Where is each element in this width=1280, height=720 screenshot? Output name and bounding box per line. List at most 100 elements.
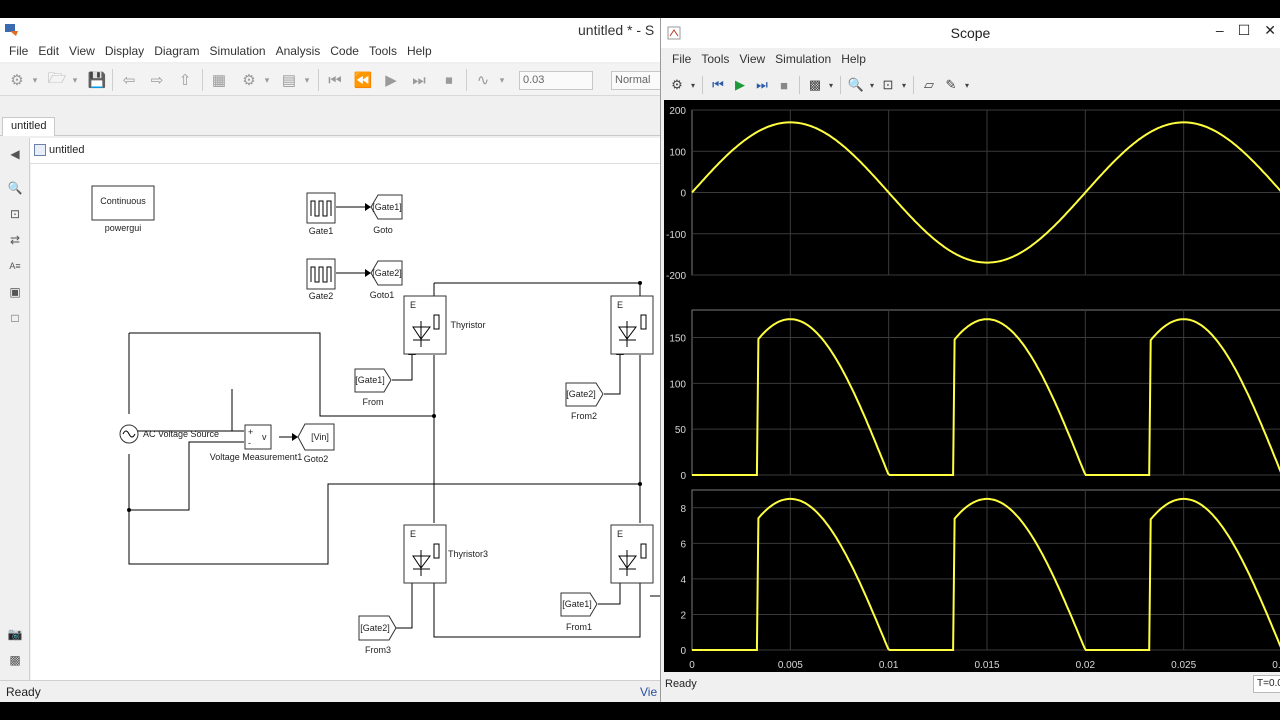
menu-display[interactable]: Display [104,44,145,58]
autoscale-icon[interactable]: ⊡ [882,77,894,92]
scope-menu-help[interactable]: Help [841,52,866,66]
step-forward-icon[interactable]: ⏭ [412,71,426,89]
simulink-toolbar: ⚙ ▾ 🗁 ▾ 💾 ⇦ ⇨ ⇧ ▦ ⚙ ▾ ▤ ▾ ⏮ ⏪ ▶ ⏭ ⏹ ∿ ▾ … [0,64,661,96]
minimize-icon[interactable]: – [1215,22,1224,38]
step-back-icon[interactable]: ⏮ [712,77,724,92]
menu-diagram[interactable]: Diagram [154,44,200,58]
settings-gear-icon[interactable]: ⚙ [671,77,683,92]
model-palette: ◀ 🔍 ⊡ ⇄ A≡ ▣ □ 📷 ▩ » [0,138,30,693]
stop-time-input[interactable]: 0.03 [519,71,593,90]
run-icon[interactable]: ▶ [385,72,397,89]
image-annotation-icon[interactable]: ▣ [9,285,21,299]
scope-record-icon[interactable]: ∿ [476,72,490,89]
model-explorer-icon[interactable]: ▤ [281,72,297,89]
model-icon [34,144,46,156]
x-tick-label: 0.015 [974,660,999,671]
arrow-route-icon[interactable]: ⇄ [9,233,21,247]
menu-edit[interactable]: Edit [38,44,60,58]
forward-arrow-icon[interactable]: ⇨ [150,72,164,89]
zoom-in-icon[interactable]: 🔍 [847,77,865,92]
save-icon[interactable]: 💾 [87,72,107,89]
simulation-mode-select[interactable]: Normal [611,71,661,90]
breadcrumb[interactable]: untitled [34,144,84,156]
area-icon[interactable]: □ [11,311,19,325]
stop-icon[interactable]: ■ [780,77,788,93]
powergui-block[interactable]: Continuous powergui [91,185,155,233]
menu-file[interactable]: File [9,44,29,58]
settings-dropdown-icon[interactable]: ▾ [264,74,270,85]
step-forward-icon[interactable]: ⏭ [756,77,768,92]
svg-text:E: E [410,300,416,310]
thyristor2-block[interactable]: E [610,295,654,355]
library-browser-icon[interactable]: ▦ [211,72,227,89]
menu-help[interactable]: Help [406,44,432,58]
menu-analysis[interactable]: Analysis [275,44,321,58]
thyristor-block[interactable]: E Thyristor [403,295,486,355]
highlight-block-icon[interactable]: ▩ [808,77,822,92]
settings-dropdown-icon[interactable]: ▾ [690,80,695,90]
from2-block[interactable]: [Gate2] From2 [565,382,604,421]
svg-text:-: - [248,438,251,448]
zoom-dropdown-icon[interactable]: ▾ [869,80,874,90]
close-icon[interactable]: ✕ [1264,22,1276,38]
scope-menu-view[interactable]: View [739,52,766,66]
scope-menu-simulation[interactable]: Simulation [775,52,832,66]
zoom-icon[interactable]: 🔍 [7,181,23,195]
scope-menu-file[interactable]: File [672,52,692,66]
menu-view[interactable]: View [69,44,95,58]
new-model-icon[interactable]: ⚙ [10,72,24,89]
record-dropdown-icon[interactable]: ▾ [499,74,505,85]
scope-menu-tools[interactable]: Tools [701,52,730,66]
up-arrow-icon[interactable]: ⇧ [178,72,192,89]
thyristor3-block[interactable]: E Thyristor3 [403,524,488,584]
goto-block[interactable]: [Gate1] Goto [370,194,403,235]
menu-simulation[interactable]: Simulation [209,44,266,58]
pulse-generator-gate1[interactable]: Gate1 [306,192,336,236]
menu-tools[interactable]: Tools [368,44,397,58]
goto1-block[interactable]: [Gate2] Goto1 [370,260,403,300]
step-back-icon[interactable]: ⏮ [328,71,342,89]
svg-text:E: E [410,529,416,539]
triggers-icon[interactable]: ▱ [924,77,934,92]
plot-3-trace [692,497,1280,651]
from3-block[interactable]: [Gate2] From3 [358,615,397,655]
svg-text:From1: From1 [566,622,592,632]
svg-text:Goto2: Goto2 [304,454,329,464]
model-canvas[interactable]: Continuous powergui Gate1 [Gate1] Goto [31,164,661,680]
thyristor4-block[interactable]: E [610,524,654,584]
measurements-dropdown-icon[interactable]: ▾ [964,80,969,90]
hide-explorer-icon[interactable]: ◀ [10,147,20,161]
fit-to-view-icon[interactable]: ⊡ [9,207,21,221]
stop-icon[interactable]: ⏹ [445,71,453,89]
menu-code[interactable]: Code [330,44,359,58]
status-view-link[interactable]: Vie [640,685,658,699]
highlight-dropdown-icon[interactable]: ▾ [828,80,833,90]
explorer-dropdown-icon[interactable]: ▾ [304,74,310,85]
model-settings-icon[interactable]: ⚙ [242,72,256,89]
autoscale-dropdown-icon[interactable]: ▾ [901,80,906,90]
rewind-icon[interactable]: ⏪ [353,72,373,89]
svg-text:+: + [248,427,253,437]
screenshot-icon[interactable]: 📷 [7,627,23,641]
text-annotation-icon[interactable]: A≡ [9,261,21,271]
from1-block[interactable]: [Gate1] From1 [560,592,598,632]
tab-untitled[interactable]: untitled [2,117,56,136]
property-inspector-icon[interactable]: ▩ [9,653,21,667]
ac-voltage-source-block[interactable]: AC Voltage Source [119,424,219,444]
pulse-generator-gate2[interactable]: Gate2 [306,258,336,301]
from-block[interactable]: [Gate1] From [354,368,392,407]
goto2-block[interactable]: [Vin] Goto2 [297,423,335,464]
open-folder-icon[interactable]: 🗁 [47,69,67,87]
new-dropdown-icon[interactable]: ▾ [32,74,38,85]
window-title: untitled * - S [578,22,655,38]
run-icon[interactable]: ▶ [735,77,745,92]
voltage-measurement-block[interactable]: + - v Voltage Measurement1 [210,424,303,462]
open-dropdown-icon[interactable]: ▾ [72,74,78,85]
cursor-measurements-icon[interactable]: ✎ [945,77,957,92]
maximize-icon[interactable]: ☐ [1237,22,1251,38]
svg-text:From2: From2 [571,411,597,421]
back-arrow-icon[interactable]: ⇦ [122,72,136,89]
toolbar-separator [466,69,467,91]
